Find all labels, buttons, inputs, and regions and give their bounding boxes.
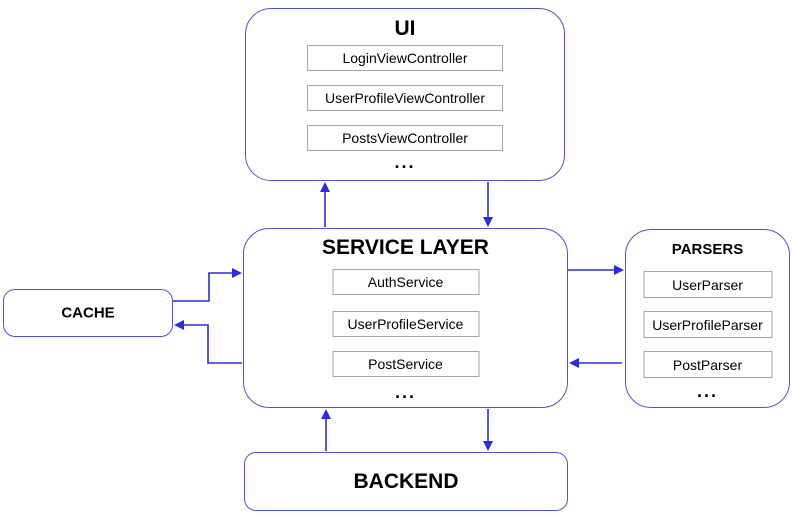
parsers-box: PARSERS UserParser UserProfileParser Pos…	[625, 229, 790, 408]
component-box-user-profile-parser: UserProfileParser	[643, 311, 772, 338]
component-box-post-parser: PostParser	[643, 351, 772, 378]
backend-box: BACKEND	[244, 452, 568, 511]
ui-box: UI LoginViewController UserProfileViewCo…	[245, 8, 565, 181]
component-box-posts-view-controller: PostsViewController	[307, 125, 503, 151]
component-box-auth-service: AuthService	[332, 269, 479, 295]
component-box-user-parser: UserParser	[643, 271, 772, 298]
cache-box: CACHE	[3, 289, 173, 337]
ui-ellipsis: ...	[394, 152, 416, 172]
service-layer-box-title: SERVICE LAYER	[322, 236, 489, 259]
component-box-post-service: PostService	[332, 351, 479, 377]
component-box-login-view-controller: LoginViewController	[307, 45, 503, 71]
backend-box-title: BACKEND	[353, 469, 459, 493]
arrow-cache-to-service	[173, 268, 242, 302]
cache-box-title: CACHE	[61, 304, 115, 322]
service-layer-ellipsis: ...	[394, 382, 416, 402]
component-box-user-profile-view-controller: UserProfileViewController	[307, 85, 503, 111]
ui-box-title: UI	[394, 17, 416, 40]
parsers-ellipsis: ...	[696, 381, 718, 401]
service-layer-box: SERVICE LAYER AuthService UserProfileSer…	[243, 228, 568, 408]
parsers-box-title: PARSERS	[671, 241, 744, 258]
component-box-user-profile-service: UserProfileService	[332, 311, 479, 337]
arrow-service-to-cache	[174, 320, 242, 364]
